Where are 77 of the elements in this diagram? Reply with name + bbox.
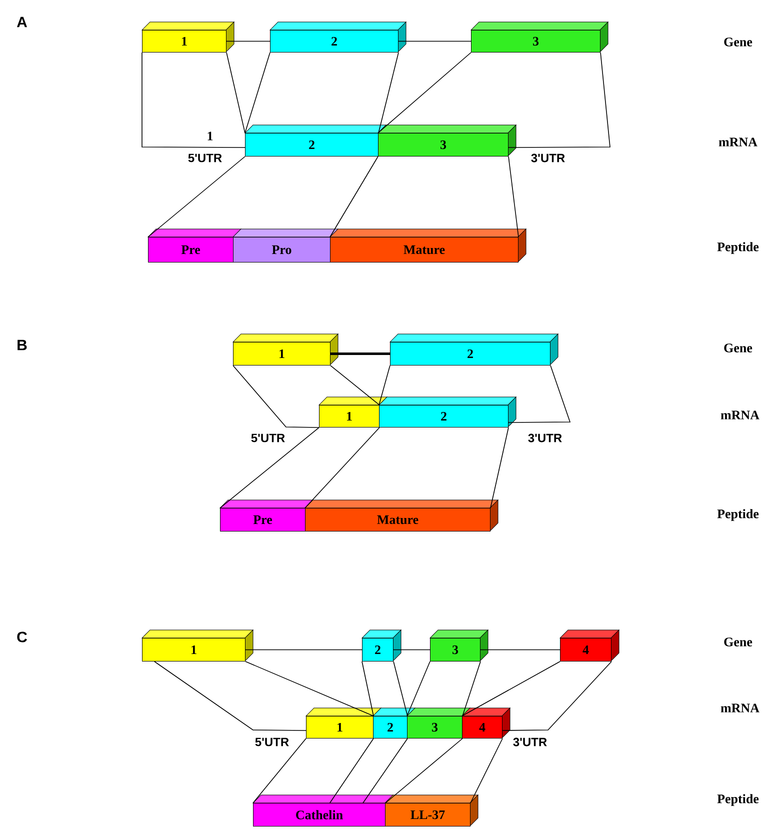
exon-box: 2 xyxy=(270,22,406,52)
exon-box: LL-37 xyxy=(384,794,478,826)
mapping-line xyxy=(304,427,380,508)
intron-line xyxy=(330,352,390,355)
mapping-line xyxy=(378,52,472,134)
mapping-line xyxy=(148,156,246,238)
exon-box: 1 xyxy=(142,630,254,662)
exon-box: Mature xyxy=(304,500,498,532)
mapping-line xyxy=(508,52,610,148)
exon-box: 2 xyxy=(378,396,516,428)
exon-box: 4 xyxy=(462,708,510,738)
panel-letter: A xyxy=(16,16,28,28)
mapping-line xyxy=(245,661,374,716)
mapping-line xyxy=(252,738,306,804)
exon-box: 1 xyxy=(232,334,338,366)
intron-line xyxy=(245,649,362,650)
exon-box: 3 xyxy=(406,708,470,738)
mapping-line xyxy=(462,661,481,716)
mapping-line xyxy=(406,661,430,716)
exon-box: 1 xyxy=(142,22,234,52)
utr-label: 3'UTR xyxy=(528,434,562,442)
mapping-line xyxy=(244,52,270,134)
exon-box: 3 xyxy=(378,124,516,156)
exon-box: 4 xyxy=(560,630,620,662)
row-label: Peptide xyxy=(717,509,759,521)
mapping-line xyxy=(385,738,463,804)
mapping-line xyxy=(154,661,306,731)
row-label: mRNA xyxy=(718,138,758,146)
utr-label: 5'UTR xyxy=(255,738,289,746)
utr-label: 5'UTR xyxy=(251,434,285,442)
mapping-line xyxy=(378,52,399,134)
exon-box: Cathelin xyxy=(252,794,394,826)
exon-box: 2 xyxy=(372,708,416,738)
mapping-line xyxy=(142,52,246,148)
mapping-line xyxy=(362,738,408,804)
row-label: Gene xyxy=(724,638,752,646)
mapping-line xyxy=(378,365,390,406)
row-label: mRNA xyxy=(720,410,760,420)
row-label: Gene xyxy=(724,38,752,46)
exon-box: 1 xyxy=(318,396,388,428)
mapping-line xyxy=(329,738,374,804)
mapping-line xyxy=(490,427,509,508)
exon-box: 3 xyxy=(430,630,488,662)
mapping-line xyxy=(393,661,408,716)
panel-letter: C xyxy=(17,632,27,642)
intron-line xyxy=(393,649,430,650)
row-label: mRNA xyxy=(720,704,760,712)
exon-box: 2 xyxy=(390,334,558,366)
intron-line xyxy=(398,40,472,42)
mapping-line xyxy=(330,365,380,406)
panel-letter: B xyxy=(18,340,27,350)
row-label: Peptide xyxy=(717,242,759,254)
mapping-line xyxy=(226,52,246,134)
mapping-line xyxy=(508,365,571,423)
exon-box: 3 xyxy=(470,22,608,52)
row-label: Gene xyxy=(724,344,752,352)
utr-label: 3'UTR xyxy=(531,154,565,162)
mapping-line xyxy=(362,661,374,716)
mapping-line xyxy=(462,661,560,716)
mapping-line xyxy=(232,365,320,428)
intron-line xyxy=(480,649,560,650)
row-label: Peptide xyxy=(717,794,759,806)
exon-box: 2 xyxy=(362,630,402,662)
intron-line xyxy=(226,40,270,42)
exon-box: Pre xyxy=(220,500,314,532)
exon-number: 1 xyxy=(208,132,213,140)
mapping-line xyxy=(502,661,612,731)
mapping-line xyxy=(330,156,378,238)
mapping-line xyxy=(220,427,320,508)
exon-box: Mature xyxy=(330,228,526,262)
utr-label: 3'UTR xyxy=(513,738,547,746)
exon-box: 1 xyxy=(306,708,382,738)
exon-box: Pre xyxy=(148,228,242,262)
exon-box: Pro xyxy=(232,228,338,262)
utr-label: 5'UTR xyxy=(188,154,222,162)
exon-box: 2 xyxy=(244,124,386,156)
mapping-line xyxy=(470,738,503,804)
